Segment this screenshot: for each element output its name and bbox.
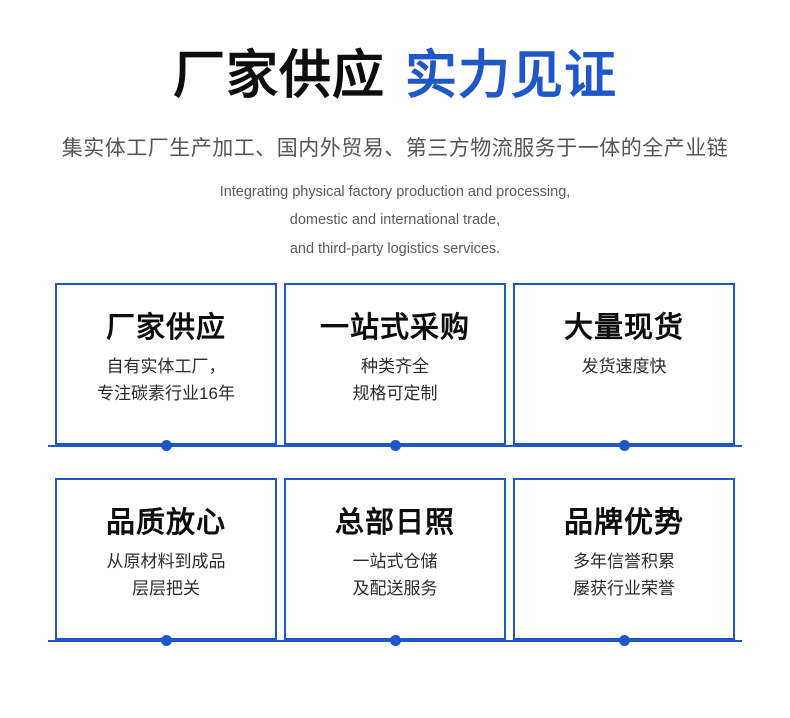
subtitle-chinese: 集实体工厂生产加工、国内外贸易、第三方物流服务于一体的全产业链 (61, 136, 729, 160)
feature-card-2[interactable]: 一站式采购 种类齐全 规格可定制 (277, 283, 513, 451)
card-bottom-dot-icon (160, 440, 172, 451)
feature-card-description: 多年信誉积累 屡获行业荣誉 (573, 549, 675, 602)
feature-card-description: 发货速度快 (582, 354, 667, 380)
subtitle-english-line-1: Integrating physical factory production … (219, 184, 571, 200)
feature-card-title: 大量现货 (563, 312, 684, 344)
feature-card-6[interactable]: 品牌优势 多年信誉积累 屡获行业荣誉 (506, 478, 742, 646)
page-title: 厂家供应实力见证 (0, 50, 790, 102)
feature-card-description: 一站式仓储 及配送服务 (353, 549, 438, 602)
feature-card-description: 自有实体工厂， 专注碳素行业16年 (97, 354, 235, 407)
feature-card-line-2: 屡获行业荣誉 (573, 578, 675, 598)
feature-card-line-1: 多年信誉积累 (573, 552, 675, 572)
feature-card-5[interactable]: 总部日照 一站式仓储 及配送服务 (277, 478, 513, 646)
subtitle-english-line-3: and third-party logistics services. (289, 240, 501, 257)
feature-card-description: 种类齐全 规格可定制 (353, 354, 438, 407)
feature-card-description: 从原材料到成品 层层把关 (107, 549, 226, 602)
card-bottom-dot-icon (389, 440, 401, 451)
feature-card-title: 品质放心 (105, 507, 226, 539)
feature-card-line-1: 一站式仓储 (352, 552, 438, 572)
feature-card-line-1: 种类齐全 (361, 357, 429, 377)
feature-card-1[interactable]: 厂家供应 自有实体工厂， 专注碳素行业16年 (48, 283, 284, 451)
feature-card-line-2: 及配送服务 (352, 578, 438, 598)
feature-card-title: 品牌优势 (563, 507, 684, 539)
feature-card-4[interactable]: 品质放心 从原材料到成品 层层把关 (48, 478, 284, 646)
subtitle-english-line-2: domestic and international trade, (289, 212, 501, 229)
page-title-primary: 厂家供应 (172, 47, 385, 105)
feature-card-line-1: 自有实体工厂， (106, 357, 226, 377)
feature-card-line-1: 从原材料到成品 (106, 552, 226, 572)
feature-card-line-2: 规格可定制 (352, 383, 438, 403)
feature-card-line-1: 发货速度快 (581, 357, 667, 377)
card-bottom-dot-icon (160, 635, 172, 646)
page-title-accent: 实力见证 (405, 47, 618, 105)
feature-card-title: 总部日照 (334, 507, 455, 539)
card-bottom-dot-icon (618, 635, 630, 646)
feature-card-title: 一站式采购 (319, 312, 470, 344)
feature-card-title: 厂家供应 (105, 312, 226, 344)
card-bottom-dot-icon (618, 440, 630, 451)
card-bottom-dot-icon (389, 635, 401, 646)
subtitle-english: Integrating physical factory production … (0, 178, 790, 263)
feature-card-line-2: 专注碳素行业16年 (97, 383, 235, 403)
feature-card-grid: 厂家供应 自有实体工厂， 专注碳素行业16年 一站式采购 种类齐全 规格可定制 … (48, 283, 742, 646)
feature-card-line-2: 层层把关 (132, 578, 200, 598)
feature-card-3[interactable]: 大量现货 发货速度快 (506, 283, 742, 451)
banner-header: 厂家供应实力见证 集实体工厂生产加工、国内外贸易、第三方物流服务于一体的全产业链… (0, 0, 790, 263)
